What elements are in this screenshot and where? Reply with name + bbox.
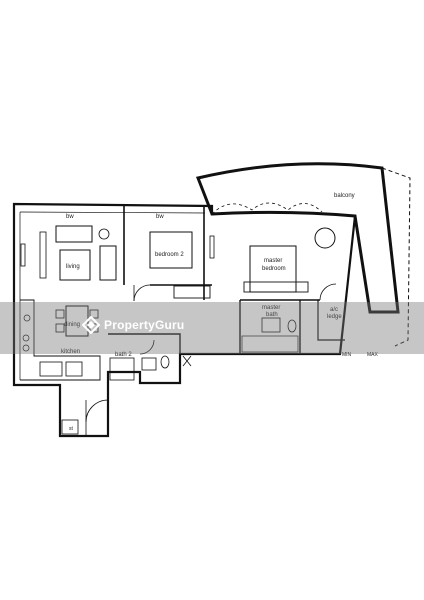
entrance-door-swing	[85, 399, 109, 423]
label-bedroom-2: bedroom 2	[155, 252, 184, 258]
label-dining: dining	[64, 322, 80, 328]
bedroom2-door-swing	[133, 284, 151, 302]
label-master-bath-1: master	[262, 305, 280, 311]
bath2-basin	[141, 357, 157, 371]
label-bw-1: bw	[66, 214, 74, 220]
bath2-shower	[109, 357, 135, 381]
living-plant	[98, 228, 110, 240]
kitchen-fridge-marker	[23, 314, 31, 322]
label-kitchen: kitchen	[61, 349, 80, 355]
bedroom2-bed	[149, 231, 193, 269]
partition-bath-area	[108, 333, 181, 354]
living-armchair	[99, 245, 117, 281]
kitchen-sink	[39, 361, 63, 377]
dining-chair-3	[89, 309, 99, 319]
living-tv	[39, 231, 47, 279]
living-table	[59, 249, 91, 281]
living-sofa	[55, 225, 93, 243]
store-box	[61, 419, 79, 435]
dining-chair-1	[55, 309, 65, 319]
label-store: st	[69, 426, 74, 432]
dining-chair-2	[55, 323, 65, 333]
master-bath-shower	[241, 335, 299, 353]
master-bath-basin	[261, 317, 281, 333]
label-living: living	[66, 264, 80, 270]
label-master-bath-2: bath	[266, 312, 278, 318]
balcony-plant	[314, 227, 336, 249]
exterior-wall	[12, 202, 357, 438]
inner-wall-top	[19, 211, 206, 214]
balcony-outline	[195, 162, 400, 314]
window-bedroom2	[209, 235, 215, 259]
label-scale-min: MIN	[342, 352, 352, 358]
partition-acledge	[317, 300, 345, 341]
master-wardrobe	[243, 281, 309, 293]
balcony-arcs	[211, 202, 323, 215]
label-balcony: balcony	[334, 193, 355, 199]
bath2-door-swing	[139, 339, 155, 355]
watermark-band	[0, 302, 424, 354]
label-master-bedroom-2: bedroom	[262, 266, 286, 272]
bath2-vent-mark	[182, 355, 192, 367]
watermark-logo-icon	[82, 316, 100, 334]
bath2-toilet	[160, 355, 170, 369]
bedroom2-wardrobe	[173, 285, 211, 299]
master-door-swing	[319, 283, 337, 301]
kitchen-stove-2	[22, 344, 30, 352]
label-ac-ledge-2: ledge	[327, 314, 342, 320]
kitchen-stove	[22, 334, 30, 342]
master-bath-toilet	[287, 319, 297, 333]
label-bath-2: bath 2	[115, 352, 132, 358]
window-left-living	[20, 243, 26, 267]
label-ac-ledge-1: a/c	[330, 307, 338, 313]
kitchen-counter	[20, 299, 101, 381]
kitchen-sink-2	[65, 361, 83, 377]
label-scale-max: MAX	[367, 352, 379, 358]
watermark-brand: PropertyGuru	[104, 318, 185, 332]
balcony-max-outline	[381, 167, 411, 347]
label-master-bedroom-1: master	[264, 258, 282, 264]
label-bw-2: bw	[156, 214, 164, 220]
